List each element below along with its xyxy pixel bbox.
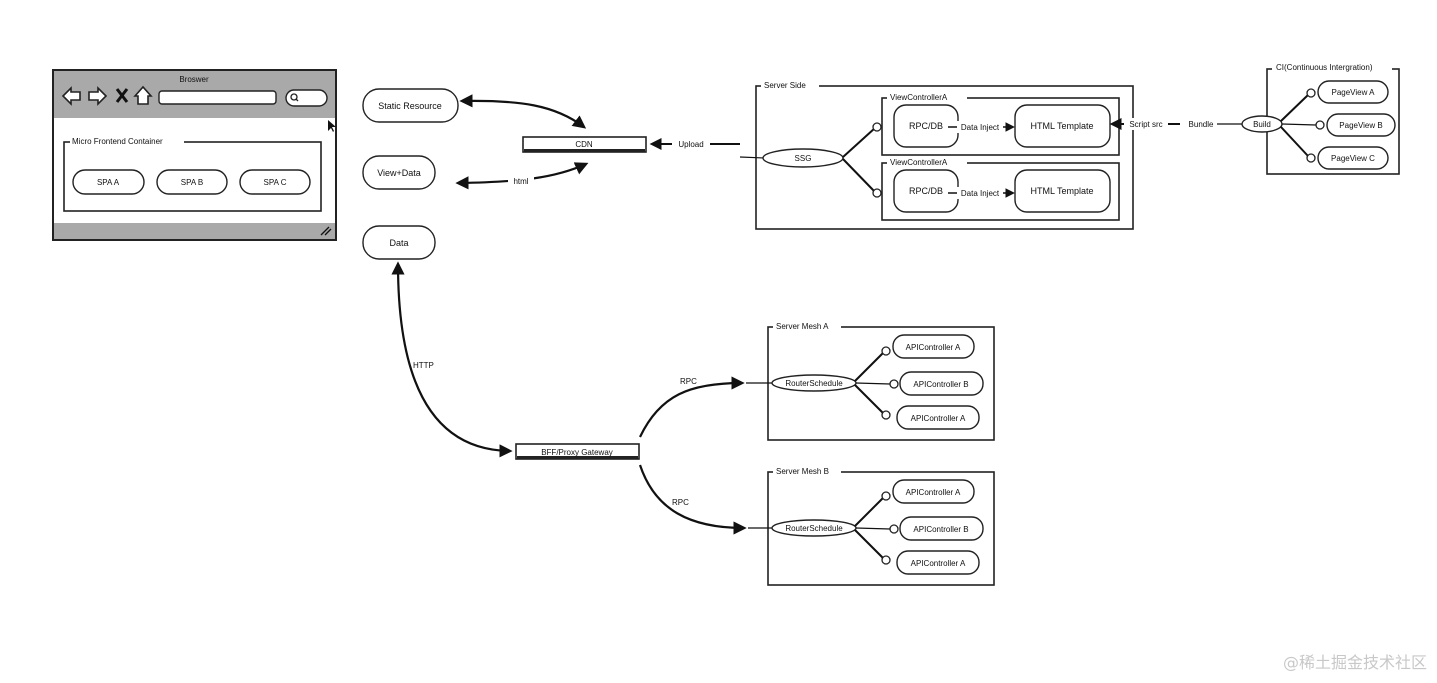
spa-label: SPA A <box>97 178 120 187</box>
gateway-label: BFF/Proxy Gateway <box>541 448 613 457</box>
api-controller-node <box>899 516 984 541</box>
ssg-label: SSG <box>795 154 812 163</box>
rpc-a-label: RPC <box>680 377 697 386</box>
data-node: Data <box>362 225 436 260</box>
view-controller-title: ViewControllerA <box>890 158 948 167</box>
api-controller-node <box>899 371 984 396</box>
static-resource-label: Static Resource <box>378 101 442 111</box>
api-controller-label: APIController A <box>906 343 961 352</box>
ci-title: CI(Continuous Intergration) <box>1276 63 1373 72</box>
rpc-arrow-b <box>638 464 747 535</box>
resize-grip-icon[interactable] <box>320 226 332 236</box>
api-controller-label: APIController B <box>913 525 968 534</box>
html-template-label: HTML Template <box>1030 186 1093 196</box>
pageview-label: PageView A <box>1332 88 1376 97</box>
router-label: RouterSchedule <box>785 379 843 388</box>
api-controller-node <box>896 550 980 575</box>
api-controller-node <box>892 334 975 359</box>
back-arrow-icon[interactable] <box>61 86 81 106</box>
search-icon <box>290 93 299 102</box>
mesh-title: Server Mesh B <box>776 467 829 476</box>
pageview-c-node <box>1317 146 1389 170</box>
server-mesh-a: Server Mesh A RouterSchedule APIControll… <box>746 320 995 441</box>
browser-window: Broswer Micro Frontend Container <box>52 69 337 241</box>
close-icon[interactable] <box>115 88 129 103</box>
build-label: Build <box>1253 120 1271 129</box>
server-side-container: Server Side SSG ViewControllerA RPC/DB D… <box>739 80 1134 230</box>
watermark: @稀土掘金技术社区 <box>1282 653 1427 672</box>
search-box[interactable] <box>285 89 328 107</box>
cdn-node: CDN <box>522 136 647 153</box>
spa-label: SPA C <box>264 178 287 187</box>
html-template-node <box>1014 169 1111 213</box>
pageview-b-node <box>1326 113 1396 137</box>
bff-gateway-node: BFF/Proxy Gateway <box>515 443 640 460</box>
forward-arrow-icon[interactable] <box>88 86 108 106</box>
browser-statusbar <box>54 223 335 239</box>
rpc-b-label: RPC <box>672 498 689 507</box>
rpc-arrow-a <box>639 376 745 438</box>
view-data-node: View+Data <box>362 155 436 190</box>
home-icon[interactable] <box>133 85 153 105</box>
rpc-db-label: RPC/DB <box>909 121 943 131</box>
cursor-icon <box>328 120 336 132</box>
api-controller-node <box>896 405 980 430</box>
pageview-label: PageView C <box>1331 154 1375 163</box>
ssg-link-b <box>842 158 876 193</box>
spa-label: SPA B <box>181 178 204 187</box>
view-data-label: View+Data <box>377 168 421 178</box>
script-src-label: Script src <box>1129 120 1162 129</box>
pageview-label: PageView B <box>1339 121 1382 130</box>
pageview-a-node <box>1317 80 1389 104</box>
address-bar[interactable] <box>158 90 277 105</box>
spa-b[interactable]: SPA B <box>156 169 228 195</box>
container-label: Micro Frontend Container <box>72 137 163 146</box>
data-inject-label: Data Inject <box>961 189 1000 198</box>
api-controller-node <box>892 479 975 504</box>
view-controller-2: ViewControllerA RPC/DB Data Inject HTML … <box>881 157 1120 221</box>
ssg-node <box>762 148 844 168</box>
server-side-title: Server Side <box>764 81 806 90</box>
api-controller-label: APIController A <box>906 488 961 497</box>
mesh-title: Server Mesh A <box>776 322 829 331</box>
upload-label: Upload <box>678 140 703 149</box>
router-label: RouterSchedule <box>785 524 843 533</box>
html-template-label: HTML Template <box>1030 121 1093 131</box>
static-resource-node: Static Resource <box>362 88 459 123</box>
rpc-db-label: RPC/DB <box>909 186 943 196</box>
http-arrow <box>391 261 513 458</box>
html-label: html <box>513 177 528 186</box>
spa-c[interactable]: SPA C <box>239 169 311 195</box>
view-controller-title: ViewControllerA <box>890 93 948 102</box>
bundle-label: Bundle <box>1189 120 1214 129</box>
ci-container: CI(Continuous Intergration) Build PageVi… <box>1241 62 1400 175</box>
http-label: HTTP <box>413 361 434 370</box>
api-controller-label: APIController A <box>911 414 966 423</box>
data-label: Data <box>389 238 408 248</box>
view-controller-1: ViewControllerA RPC/DB Data Inject HTML … <box>881 92 1120 156</box>
browser-title: Broswer <box>179 75 209 84</box>
server-mesh-b: Server Mesh B RouterSchedule APIControll… <box>748 465 995 586</box>
data-inject-label: Data Inject <box>961 123 1000 132</box>
spa-a[interactable]: SPA A <box>72 169 145 195</box>
cdn-label: CDN <box>575 140 593 149</box>
ssg-link-a <box>842 127 876 158</box>
api-controller-label: APIController A <box>911 559 966 568</box>
static-cdn-arrow <box>459 94 587 129</box>
api-controller-label: APIController B <box>913 380 968 389</box>
